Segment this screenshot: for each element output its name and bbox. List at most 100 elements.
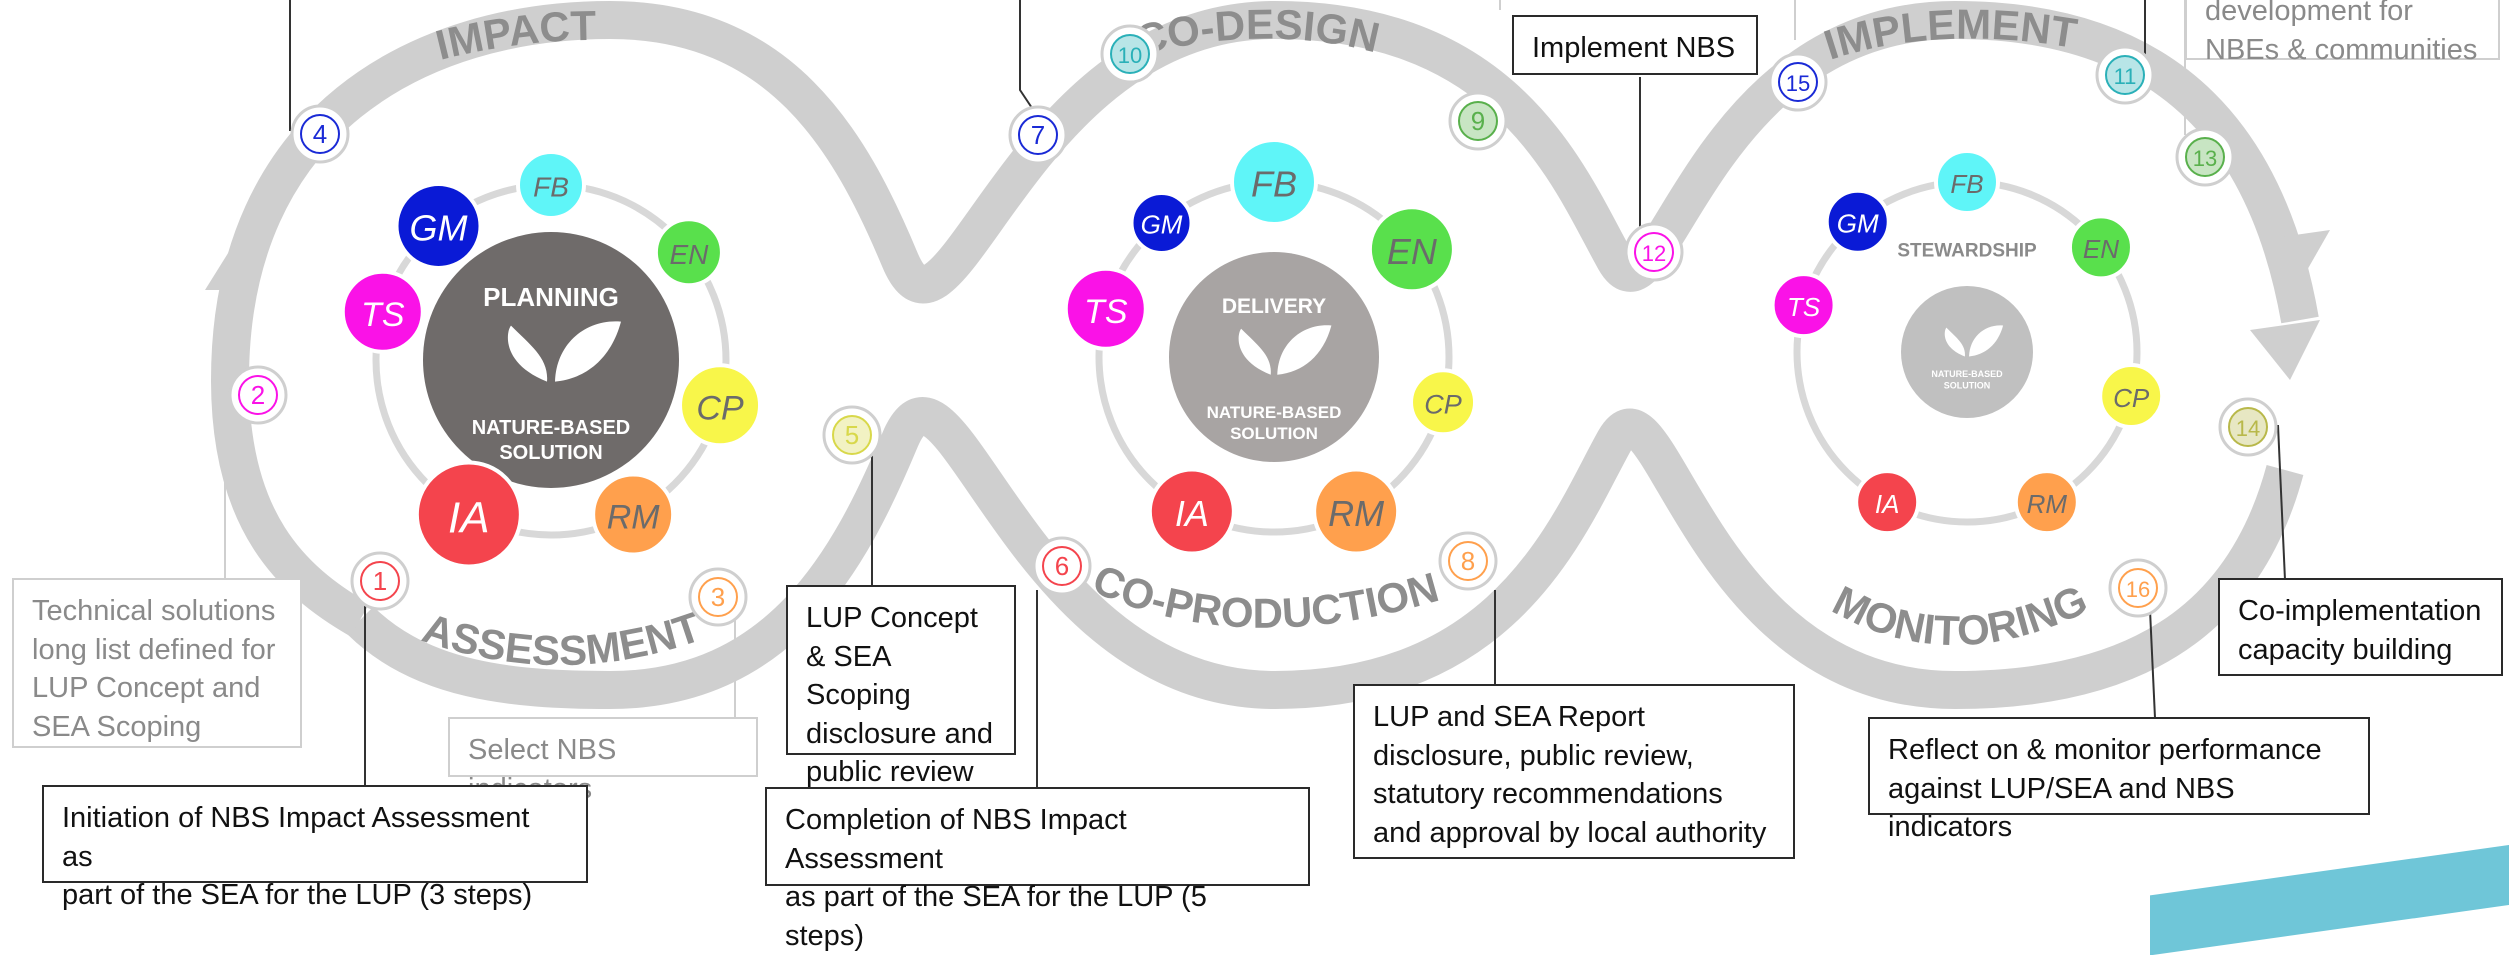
step-number: 11 [2114,64,2137,89]
node-cp [1409,368,1478,437]
node-label: EN [2083,234,2119,264]
nbs-cycle-diagram: IMPACT ASSESSMENT CO-DESIGN CO-PRODUCTIO… [12,0,2509,955]
node-cp [2098,362,2165,429]
note-lup-concept: LUP Concept & SEA Scoping disclosure and… [786,585,1016,788]
arc-label-implement: IMPLEMENT [1818,1,2080,69]
node-cp [678,363,763,448]
note-initiation: Initiation of NBS Impact Assessment as p… [42,785,588,911]
node-ts [1770,272,1837,339]
node-label: FB [533,172,569,203]
node-gm [1824,188,1891,255]
step-number: 5 [845,420,859,450]
arc-label-impact: IMPACT [431,2,597,69]
step-marker-8: 8 [1438,531,1498,591]
node-en [2067,214,2134,281]
node-label: IA [1875,489,1900,519]
hub-core [1169,252,1379,462]
step-number: 13 [2193,146,2217,171]
step-marker-3: 3 [688,567,748,627]
leaf-icon [1238,328,1271,375]
node-label: TS [1787,292,1821,322]
step-number: 4 [313,119,327,149]
node-en [1367,205,1456,294]
step-marker-13: 13 [2175,127,2235,187]
leaf-icon [1277,325,1332,375]
leaf-icon [1944,327,1966,357]
node-gm [1129,190,1194,255]
step-number: 6 [1055,551,1069,581]
node-ts [1063,266,1148,351]
node-fb [516,150,586,220]
infinity-loop-graphic: IMPACT ASSESSMENT CO-DESIGN CO-PRODUCTIO… [205,0,2330,790]
step-inner [300,114,340,154]
step-inner [2228,407,2268,447]
arrowhead-right-top [2260,230,2330,300]
node-rm [2013,469,2080,536]
step-marker-7: 7 [1008,105,1068,165]
step-marker-16: 16 [2108,558,2168,618]
loop-band [211,0,2319,710]
node-en [653,217,724,288]
note-completion: Completion of NBS Impact Assessment as p… [765,787,1310,952]
note-reflect: Reflect on & monitor performance against… [1868,717,2370,843]
node-label: IA [1175,493,1209,534]
hub-sublabel: NATURE-BASED [1207,403,1342,422]
note-implement-nbs: Implement NBS [1512,15,1758,75]
node-label: CP [696,389,744,427]
step-inner [1448,541,1488,581]
step-inner [1110,34,1150,74]
step-marker-2: 2 [228,365,288,425]
arc-label-co-production: CO-PRODUCTION [1086,555,1443,637]
step-number: 8 [1461,546,1475,576]
node-fb [1230,138,1318,226]
hub-stewardship: STEWARDSHIPNATURE-BASEDSOLUTIONFBENCPRMI… [1770,149,2165,536]
step-marker-10: 10 [1100,24,1160,84]
node-label: EN [1387,231,1438,272]
node-label: IA [448,494,490,543]
node-gm [394,181,483,270]
step-number: 12 [1642,241,1666,266]
step-number: 9 [1471,106,1485,136]
step-number: 15 [1786,71,1810,96]
node-label: FB [1950,169,1983,199]
arc-label-monitoring: MONITORING [1826,576,2094,655]
step-marker-11: 11 [2095,45,2155,105]
node-label: EN [669,239,709,270]
arrowhead-right-mid [2250,320,2320,380]
node-label: CP [2113,383,2150,413]
node-label: GM [1141,209,1183,239]
node-label: RM [2027,489,2068,519]
hub-sublabel: SOLUTION [1230,424,1318,443]
node-fb [1934,149,2000,215]
node-label: RM [1328,493,1384,534]
step-inner [1458,101,1498,141]
step-marker-12: 12 [1624,222,1684,282]
step-number: 1 [373,566,387,596]
node-label: GM [1837,209,1879,239]
step-inner [698,577,738,617]
arrowhead-left [205,250,255,290]
note-development: development for NBEs & communities [2185,0,2500,66]
step-marker-4: 4 [290,104,350,164]
step-marker-14: 14 [2218,397,2278,457]
step-number: 3 [711,582,725,612]
step-inner [2118,568,2158,608]
step-inner [832,415,872,455]
step-marker-15: 15 [1768,52,1828,112]
hub-label: STEWARDSHIP [1897,240,2037,261]
note-select-indicators: Select NBS indicators [448,717,758,805]
arc-label-co-design: CO-DESIGN [1132,1,1384,64]
step-inner [2185,137,2225,177]
step-inner [360,561,400,601]
node-label: TS [361,296,405,334]
note-tech-solutions: Technical solutions long list defined fo… [12,578,302,748]
hub-sublabel: SOLUTION [499,442,602,464]
hub-delivery: DELIVERYNATURE-BASEDSOLUTIONFBENCPRMIATS… [1063,138,1478,556]
node-label: TS [1084,293,1128,331]
leaf-icon [1969,325,2004,357]
hub-sublabel: NATURE-BASED [472,417,631,439]
step-inner [238,375,278,415]
step-marker-9: 9 [1448,91,1508,151]
step-marker-6: 6 [1032,536,1092,596]
leaf-icon [555,321,621,382]
